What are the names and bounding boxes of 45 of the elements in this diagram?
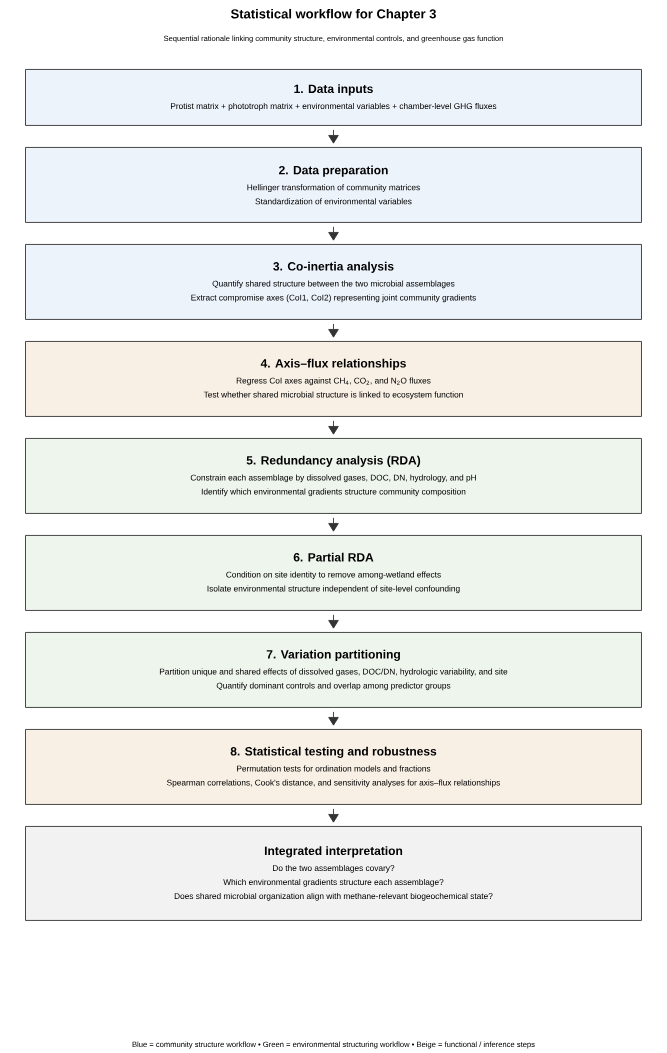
arrow <box>328 808 339 823</box>
step-description: Identify which environmental gradients structure community composition <box>201 488 466 497</box>
step-heading: 5. Redundancy analysis (RDA) <box>246 455 421 467</box>
arrow <box>328 323 339 338</box>
step-description: Condition on site identity to remove among-wetland effects <box>226 571 441 580</box>
step-description: Partition unique and shared effects of dissolved gases, DOC/DN, hydrologic variability, and site <box>159 668 508 677</box>
step-description: Spearman correlations, Cook's distance, and sensitivity analyses for axis–flux relationships <box>167 779 500 788</box>
step-heading: 2. Data preparation <box>279 165 388 177</box>
step-description: Quantify dominant controls and overlap among predictor groups <box>216 682 451 691</box>
step-description: Isolate environmental structure independent of site-level confounding <box>207 585 460 594</box>
step-description: Hellinger transformation of community matrices <box>247 184 420 192</box>
step-heading: 4. Axis–flux relationships <box>260 358 406 370</box>
process-box <box>25 69 642 126</box>
step-description: Protist matrix + phototroph matrix + environmental variables + chamber-level GHG fluxes <box>171 102 497 111</box>
arrow <box>328 517 339 532</box>
arrow <box>328 711 339 726</box>
step-description: Constrain each assemblage by dissolved gases, DOC, DN, hydrology, and pH <box>190 474 476 483</box>
step-heading: 6. Partial RDA <box>293 552 374 562</box>
arrow <box>328 129 339 144</box>
step-description: Test whether shared microbial structure is linked to ecosystem function <box>203 391 463 400</box>
arrow <box>328 420 339 435</box>
process-box <box>25 341 642 417</box>
step-description: Permutation tests for ordination models and fractions <box>237 765 431 772</box>
process-box <box>25 826 642 921</box>
step-heading: 7. Variation partitioning <box>266 649 400 661</box>
step-description: Extract compromise axes (CoI1, CoI2) representing joint community gradients <box>191 294 476 303</box>
step-description: Standardization of environmental variables <box>255 198 412 205</box>
step-heading: 3. Co-inertia analysis <box>273 261 394 273</box>
step-description: Quantify shared structure between the two microbial assemblages <box>212 280 455 289</box>
step-heading: Integrated interpretation <box>264 846 403 858</box>
arrow <box>328 614 339 629</box>
process-box <box>25 438 642 514</box>
step-description: Which environmental gradients structure each assemblage? <box>223 878 444 887</box>
title: Statistical workflow for Chapter 3 <box>230 8 436 22</box>
step-heading: 1. Data inputs <box>294 84 373 96</box>
step-description: Do the two assemblages covary? <box>273 864 395 873</box>
process-box <box>25 147 642 223</box>
arrow <box>328 226 339 241</box>
process-box <box>25 535 642 611</box>
process-box <box>25 729 642 805</box>
step-description: Does shared microbial organization align with methane-relevant biogeochemical state? <box>174 892 493 901</box>
step-description: Regress CoI axes against CH$_{4}$, CO$_{2}$, and N$_{2}$O fluxes <box>236 377 431 386</box>
process-box <box>25 244 642 320</box>
process-box <box>25 632 642 708</box>
step-heading: 8. Statistical testing and robustness <box>230 746 437 758</box>
